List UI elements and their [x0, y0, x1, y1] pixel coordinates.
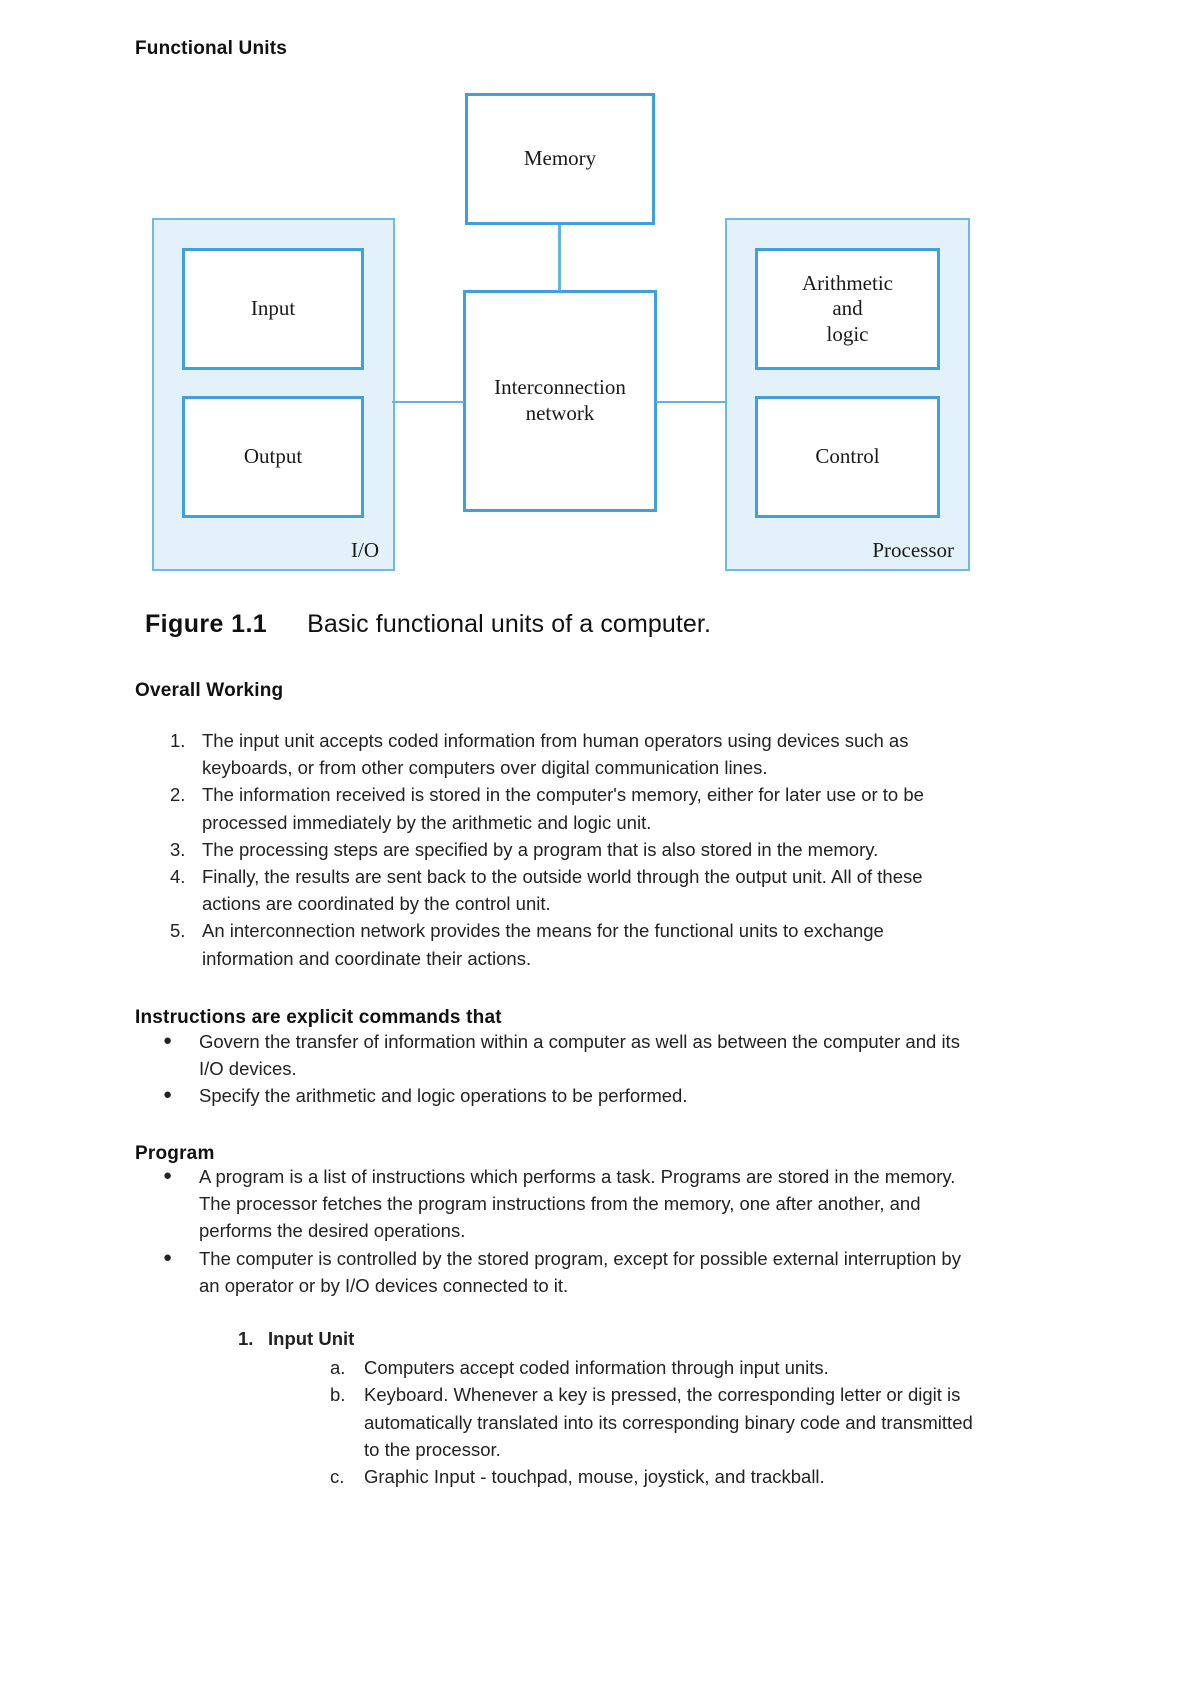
list-text: A program is a list of instructions whic… — [199, 1166, 956, 1242]
list-item: b. Keyboard. Whenever a key is pressed, … — [330, 1381, 978, 1463]
alu-line-3: logic — [826, 321, 869, 346]
connector-io-interconnection — [392, 401, 464, 403]
input-unit-heading: Input Unit — [268, 1328, 355, 1349]
list-marker: 1. — [170, 730, 186, 751]
bullet-icon: ● — [163, 1248, 173, 1266]
output-box-label: Output — [243, 444, 303, 469]
bullet-icon: ● — [163, 1032, 173, 1049]
list-marker: a. — [330, 1357, 346, 1379]
input-unit-sublist: a. Computers accept coded information th… — [268, 1354, 978, 1490]
list-item: ● The computer is controlled by the stor… — [163, 1245, 963, 1299]
list-marker: 1. — [238, 1328, 254, 1349]
list-item: 1. Input Unit a. Computers accept coded … — [238, 1325, 978, 1490]
list-item: 3. The processing steps are specified by… — [170, 836, 970, 863]
list-text: Computers accept coded information throu… — [364, 1357, 829, 1379]
list-item: ● Govern the transfer of information wit… — [163, 1028, 963, 1082]
control-box-label: Control — [815, 444, 880, 469]
list-item: ● Specify the arithmetic and logic opera… — [163, 1082, 963, 1109]
figure-diagram: I/O Input Output Memory Interconnection … — [135, 85, 985, 585]
interconnection-network-label: Interconnection network — [494, 375, 626, 426]
input-unit-list: 1. Input Unit a. Computers accept coded … — [238, 1325, 978, 1490]
bullet-icon: ● — [163, 1167, 173, 1184]
processor-panel-label: Processor — [872, 538, 954, 562]
arithmetic-logic-label: Arithmetic and logic — [802, 271, 893, 348]
overall-working-list: 1. The input unit accepts coded informat… — [170, 727, 970, 972]
control-box: Control — [755, 396, 940, 518]
list-text: An interconnection network provides the … — [202, 920, 884, 969]
figure-number: Figure 1.1 — [145, 610, 268, 638]
bullet-icon: ● — [163, 1086, 173, 1104]
list-marker: 4. — [170, 865, 186, 887]
memory-box: Memory — [465, 93, 655, 225]
list-text: The computer is controlled by the stored… — [199, 1247, 961, 1296]
list-marker: 5. — [170, 920, 186, 942]
section-heading-instructions: Instructions are explicit commands that — [135, 1007, 502, 1028]
interconnection-line-2: network — [525, 401, 595, 425]
list-text: Specify the arithmetic and logic operati… — [199, 1085, 688, 1107]
list-item: 2. The information received is stored in… — [170, 781, 970, 835]
connector-interconnection-processor — [656, 401, 727, 403]
interconnection-line-1: Interconnection — [494, 375, 626, 400]
instructions-list: ● Govern the transfer of information wit… — [163, 1028, 963, 1110]
list-marker: c. — [330, 1465, 345, 1487]
input-box: Input — [182, 248, 364, 370]
list-text: Govern the transfer of information withi… — [199, 1031, 960, 1080]
page-title: Functional Units — [135, 38, 288, 59]
interconnection-network-box: Interconnection network — [463, 290, 657, 512]
list-item: 1. The input unit accepts coded informat… — [170, 727, 970, 781]
section-heading-program: Program — [135, 1143, 215, 1164]
list-item: 5. An interconnection network provides t… — [170, 917, 970, 971]
list-item: a. Computers accept coded information th… — [330, 1354, 978, 1381]
connector-memory-interconnection — [558, 225, 561, 291]
io-panel-label: I/O — [351, 538, 379, 562]
section-heading-overall-working: Overall Working — [135, 680, 284, 701]
list-marker: 2. — [170, 784, 186, 806]
input-box-label: Input — [250, 296, 296, 321]
list-text: The input unit accepts coded information… — [202, 730, 909, 779]
arithmetic-logic-box: Arithmetic and logic — [755, 248, 940, 370]
list-item: c. Graphic Input - touchpad, mouse, joys… — [330, 1463, 978, 1490]
program-list: ● A program is a list of instructions wh… — [163, 1163, 963, 1299]
alu-line-1: Arithmetic — [802, 270, 893, 295]
list-marker: 3. — [170, 838, 186, 860]
output-box: Output — [182, 396, 364, 518]
alu-line-2: and — [832, 296, 863, 321]
list-item: 4. Finally, the results are sent back to… — [170, 863, 970, 917]
list-text: The processing steps are specified by a … — [202, 838, 879, 860]
figure-caption-text: Basic functional units of a computer. — [307, 610, 712, 638]
list-text: Finally, the results are sent back to th… — [202, 865, 923, 915]
list-marker: b. — [330, 1384, 346, 1406]
list-item: ● A program is a list of instructions wh… — [163, 1163, 963, 1245]
figure-caption: Figure 1.1 Basic functional units of a co… — [145, 610, 711, 639]
memory-box-label: Memory — [523, 146, 597, 171]
list-text: Graphic Input - touchpad, mouse, joystic… — [364, 1465, 825, 1487]
list-text: Keyboard. Whenever a key is pressed, the… — [364, 1384, 973, 1460]
list-text: The information received is stored in th… — [202, 784, 924, 833]
